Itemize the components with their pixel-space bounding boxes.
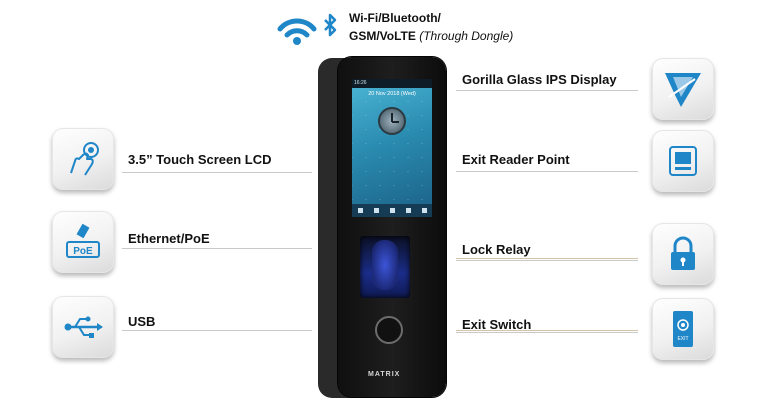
poe-tile: PoE (52, 211, 114, 273)
screen-status-bar: 16:26 (352, 79, 432, 88)
leader-line (122, 330, 312, 331)
leader-line (456, 258, 638, 261)
exit-switch-icon: EXIT (673, 311, 693, 347)
touch-icon (70, 142, 99, 176)
leader-line (456, 171, 638, 172)
connectivity-title: Wi-Fi/Bluetooth/ (349, 11, 441, 25)
menu-icon (405, 208, 411, 213)
fingerprint-glow (372, 240, 398, 290)
lock-tile (652, 223, 714, 285)
menu-icon (421, 208, 427, 213)
feature-label-touch: 3.5” Touch Screen LCD (128, 152, 272, 167)
menu-icon (389, 208, 395, 213)
screen-pattern (352, 88, 432, 204)
leader-line (456, 330, 638, 333)
feature-label-gorilla: Gorilla Glass IPS Display (462, 72, 617, 87)
connectivity-subtitle: GSM/VoLTE (Through Dongle) (349, 29, 514, 43)
gorilla-glass-icon (665, 73, 701, 107)
wifi-icon (277, 18, 317, 45)
feature-label-exit-reader: Exit Reader Point (462, 152, 570, 167)
device-screen: 16:26 20 Nov 2018 (Wed) (352, 79, 432, 217)
feature-label-lock-relay: Lock Relay (462, 242, 531, 257)
gorilla-tile (652, 58, 714, 120)
feature-label-exit-switch: Exit Switch (462, 317, 532, 332)
screen-date: 20 Nov 2018 (Wed) (368, 91, 416, 97)
clock-icon (378, 107, 406, 135)
leader-line (456, 90, 638, 91)
menu-icon (357, 208, 363, 213)
fingerprint-sensor (360, 236, 410, 298)
menu-icon (373, 208, 379, 213)
feature-label-usb: USB (128, 314, 156, 329)
brand-logo: MATRIX (368, 371, 401, 378)
touch-tile (52, 128, 114, 190)
screen-menu-bar (352, 204, 432, 217)
exit-reader-icon (669, 146, 697, 176)
exit-button-ring (375, 316, 403, 344)
leader-line (122, 248, 312, 249)
usb-tile (52, 296, 114, 358)
exit-reader-tile (652, 130, 714, 192)
feature-label-poe: Ethernet/PoE (128, 231, 210, 246)
exit-switch-tile: EXIT (652, 298, 714, 360)
bluetooth-icon (324, 13, 337, 37)
svg-text:PoE: PoE (73, 246, 93, 257)
lock-icon (671, 236, 695, 270)
svg-text:EXIT: EXIT (677, 336, 688, 342)
poe-icon: PoE (66, 223, 100, 258)
usb-icon (64, 316, 103, 338)
leader-line (122, 172, 312, 173)
